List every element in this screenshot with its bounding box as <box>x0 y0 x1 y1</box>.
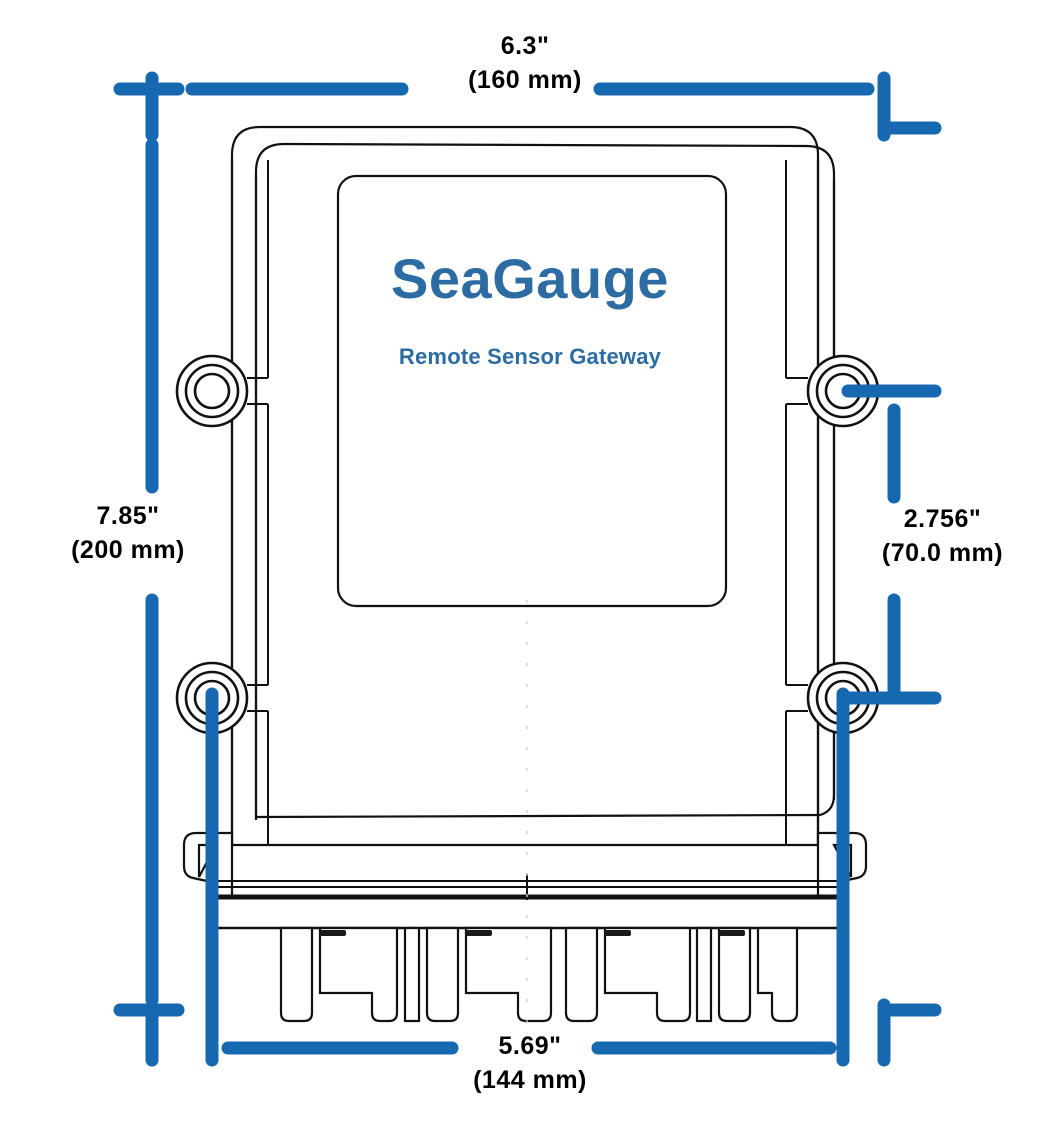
connector-stub <box>279 926 314 1023</box>
dimension-top-mm: (160 mm) <box>468 65 582 94</box>
dimension-label-bottom: 5.69" (144 mm) <box>365 1030 695 1097</box>
label-plate <box>336 174 728 608</box>
corner-bracket-bottom-right <box>877 998 942 1067</box>
front-cover-path <box>254 142 836 819</box>
connector-stubs <box>279 926 799 1023</box>
dimension-right-mm: (70.0 mm) <box>881 538 1004 567</box>
dimension-right-inches: 2.756" <box>903 505 982 533</box>
connector-stub <box>717 926 752 1023</box>
boss-tick-marks <box>247 160 808 845</box>
corner-bracket-bottom-left <box>113 1003 185 1067</box>
dimension-label-top: 6.3" (160 mm) <box>360 30 690 97</box>
dimension-bottom-mm: (144 mm) <box>473 1065 587 1094</box>
connector-stub <box>756 926 799 1023</box>
boss-ring-inner <box>193 372 231 410</box>
connector-stub <box>695 926 713 1023</box>
stub-cap <box>719 930 745 936</box>
product-brand-name: SeaGauge <box>391 247 669 310</box>
dimension-label-left: 7.85" (200 mm) <box>28 500 228 567</box>
connector-stub <box>318 926 399 1023</box>
connector-stub <box>425 926 460 1023</box>
stub-cap <box>466 930 492 936</box>
dimension-bottom-inches: 5.69" <box>498 1032 562 1060</box>
mounting-boss-top-left <box>175 354 249 428</box>
connector-stub <box>464 926 553 1023</box>
dimension-top-inches: 6.3" <box>500 32 550 60</box>
stub-cap <box>605 930 631 936</box>
base-flange <box>212 874 843 930</box>
connector-stub-caps <box>320 930 745 936</box>
enclosure-outline <box>230 125 836 847</box>
stub-cap <box>320 930 346 936</box>
connector-stub <box>403 926 421 1023</box>
product-subtitle: Remote Sensor Gateway <box>398 344 662 369</box>
connector-stub <box>564 926 599 1023</box>
outer-shell-path <box>230 125 820 847</box>
connector-stub <box>603 926 692 1023</box>
corner-bracket-top-left <box>113 71 185 142</box>
side-clips <box>182 831 868 900</box>
dimension-left-mm: (200 mm) <box>71 535 185 564</box>
dimension-label-right: 2.756" (70.0 mm) <box>840 503 1045 570</box>
corner-bracket-top-right <box>877 71 942 142</box>
dimension-annotations <box>113 71 942 1067</box>
label-plate-rect <box>336 174 728 608</box>
dimension-left-inches: 7.85" <box>96 502 160 530</box>
